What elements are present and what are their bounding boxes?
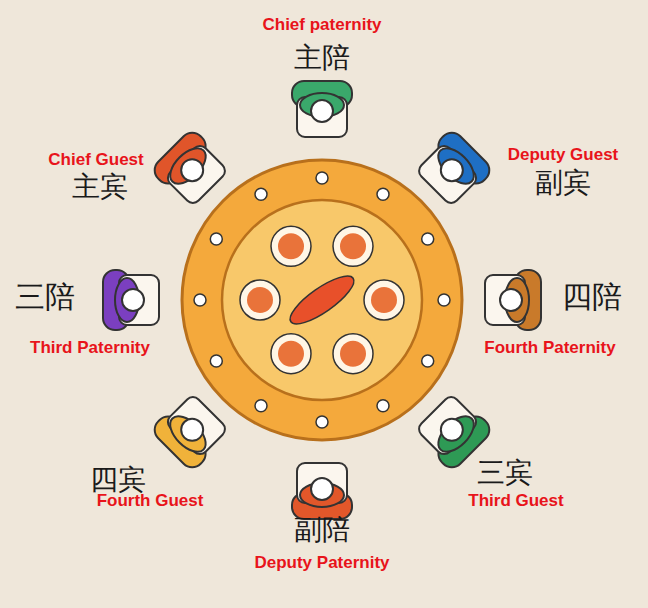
seat-label: 三宾: [477, 457, 533, 489]
chair: [485, 270, 541, 330]
chair: [292, 463, 352, 519]
seat-label: Deputy Paternity: [254, 553, 389, 573]
chair: [150, 390, 232, 472]
chair: [412, 128, 494, 210]
dishes: [240, 226, 404, 373]
seat-label: Third Guest: [468, 491, 563, 511]
chair: [103, 270, 159, 330]
chairs: [103, 81, 541, 519]
seat-label: Fourth Guest: [97, 491, 204, 511]
table-rim: [182, 160, 462, 440]
seat-label: 主宾: [72, 171, 128, 203]
seat-label: 三陪: [15, 280, 75, 315]
seat-label: Chief Guest: [48, 150, 143, 170]
chair: [150, 128, 232, 210]
seat-label: Third Paternity: [30, 338, 150, 358]
seat-label: 副陪: [294, 514, 350, 546]
fish-dish: [284, 268, 360, 331]
lazy-susan: [222, 200, 422, 400]
plates: [194, 172, 450, 428]
seat-label: Chief paternity: [262, 15, 381, 35]
seat-label: 主陪: [294, 42, 350, 74]
seat-label: Deputy Guest: [508, 145, 619, 165]
seat-label: 副宾: [535, 167, 591, 199]
seat-label: Fourth Paternity: [484, 338, 615, 358]
chair: [292, 81, 352, 137]
seat-label: 四陪: [562, 280, 622, 315]
